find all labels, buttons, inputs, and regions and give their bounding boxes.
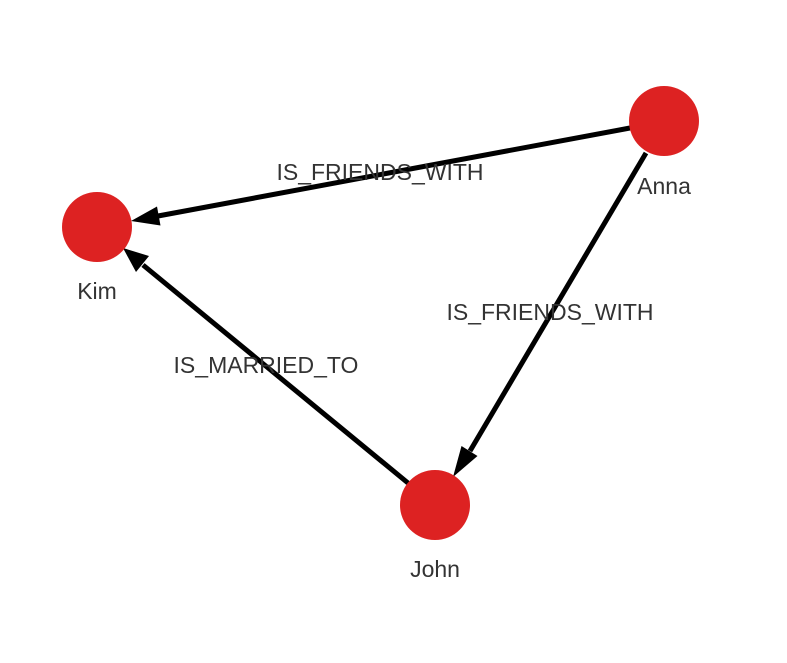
edge-line-john-kim <box>141 263 410 485</box>
edge-label-anna-john: IS_FRIENDS_WITH <box>446 299 653 325</box>
nodes-layer: Anna Kim John <box>62 86 699 582</box>
arrowhead-anna-john <box>453 446 478 477</box>
edge-labels-layer: IS_FRIENDS_WITH IS_FRIENDS_WITH IS_MARRI… <box>174 159 654 378</box>
edge-anna-kim[interactable] <box>131 125 631 226</box>
node-kim[interactable]: Kim <box>62 192 132 304</box>
node-anna-label: Anna <box>637 173 691 199</box>
edge-line-anna-john <box>467 151 649 453</box>
edge-anna-john[interactable] <box>453 151 649 477</box>
arrowhead-john-kim <box>123 248 149 272</box>
edge-label-john-kim: IS_MARRIED_TO <box>174 352 359 378</box>
node-kim-circle[interactable] <box>62 192 132 262</box>
arrowhead-anna-kim <box>131 206 161 226</box>
node-john-label: John <box>410 556 460 582</box>
edge-john-kim[interactable] <box>123 248 410 485</box>
edge-line-anna-kim <box>157 125 631 219</box>
edge-label-anna-kim: IS_FRIENDS_WITH <box>276 159 483 185</box>
node-anna-circle[interactable] <box>629 86 699 156</box>
node-anna[interactable]: Anna <box>629 86 699 199</box>
node-john[interactable]: John <box>400 470 470 582</box>
node-kim-label: Kim <box>77 278 117 304</box>
edges-layer <box>123 125 649 485</box>
node-john-circle[interactable] <box>400 470 470 540</box>
